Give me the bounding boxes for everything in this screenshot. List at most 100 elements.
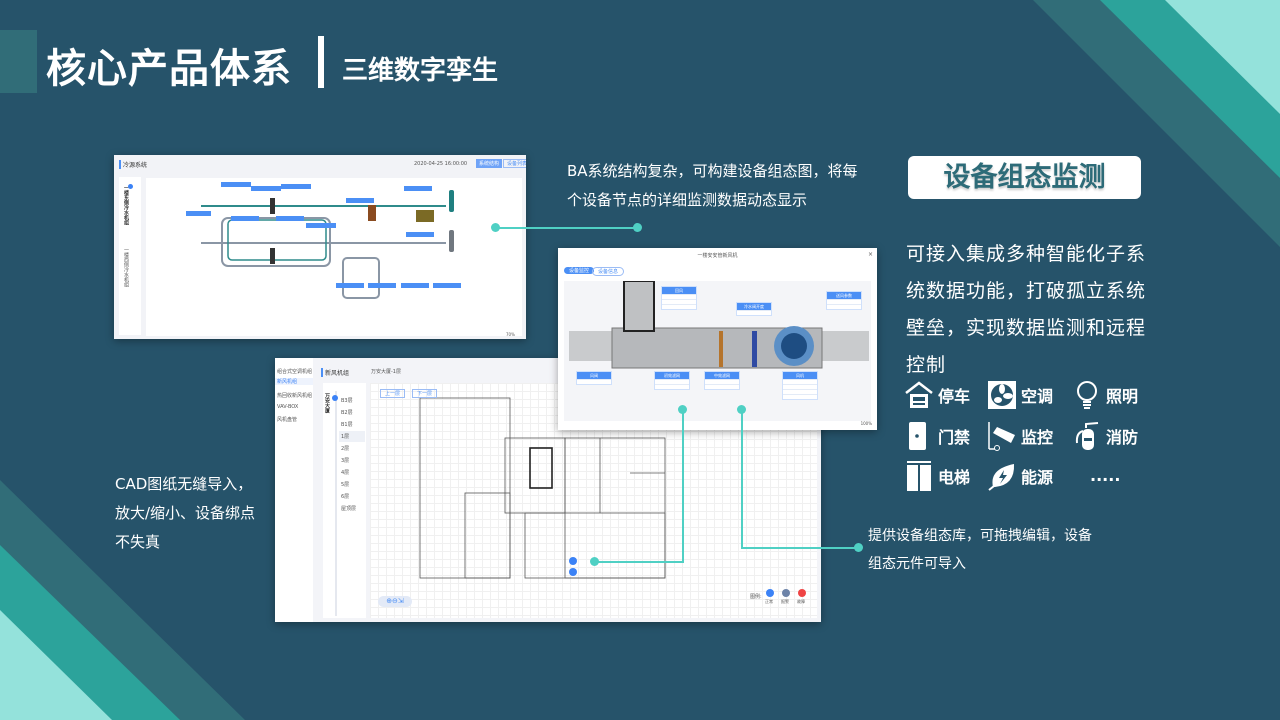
floor-item[interactable]: B1层 <box>341 422 353 428</box>
cad-description: CAD图纸无缝导入，放大/缩小、设备绑点不失真 <box>115 475 256 551</box>
status-fault-icon <box>798 589 806 597</box>
zoom-level: 70% <box>506 332 515 337</box>
screen-title: 冷源系统 <box>119 160 147 169</box>
page-subtitle: 三维数字孪生 <box>342 56 499 86</box>
tab-info[interactable]: 设备信息 <box>592 267 625 276</box>
system-label: 消防 <box>1106 428 1139 447</box>
connector-dot <box>491 223 500 232</box>
extinguisher-icon <box>1075 422 1099 450</box>
floor-selector: 万安大厦 B3层 B2层 B1层 1层 2层 3层 4层 5层 6层 屋顶层 <box>323 383 366 618</box>
sidebar-item[interactable]: 热回收新风机组 <box>277 393 313 399</box>
ahu-canvas: 回风 冷水阀开度 送风参数 风阀 初效滤网 中效滤网 风机 <box>564 280 871 421</box>
node-label: 初效滤网 <box>655 372 689 379</box>
dialog-title: 一楼安安管新风机 <box>697 253 738 259</box>
legend-label: 图例: <box>750 594 762 600</box>
connector-line <box>594 561 684 563</box>
system-fire: 消防 <box>1072 421 1138 451</box>
sidebar-item-active[interactable]: 新风机组 <box>275 378 313 385</box>
sidebar-item[interactable]: VAV-BOX <box>277 404 299 410</box>
floor-item[interactable]: 2层 <box>341 446 350 452</box>
camera-icon <box>988 422 1015 451</box>
floor-item[interactable]: 5层 <box>341 482 350 488</box>
system-access: 门禁 <box>904 421 970 451</box>
status-normal-icon <box>766 589 774 597</box>
side-item[interactable]: 一楼东侧冷水机组 <box>123 185 129 225</box>
connector-line <box>495 227 637 229</box>
building-name: 万安大厦 <box>324 393 330 413</box>
more-label: ..... <box>1090 466 1121 485</box>
legend-item: 报警 <box>781 599 789 604</box>
chiller-system-screenshot: 冷源系统 2020-04-25 16:00:00 系统结构 设备列表 一楼东侧冷… <box>114 155 526 339</box>
breadcrumb[interactable]: 万安大厦-1层 <box>371 369 401 375</box>
fan-icon <box>988 381 1016 409</box>
system-label: 监控 <box>1021 428 1054 447</box>
leaf-icon <box>988 464 1015 491</box>
floor-item-active[interactable]: 1层 <box>339 431 365 442</box>
active-indicator <box>128 184 133 189</box>
connector-dot <box>678 405 687 414</box>
zoom-level: 100% <box>860 421 872 426</box>
zoom-controls[interactable]: ⊕⊖⇲ <box>378 596 412 607</box>
close-icon[interactable]: × <box>867 251 873 258</box>
system-label: 能源 <box>1021 468 1054 487</box>
floor-item[interactable]: B3层 <box>341 398 353 404</box>
node-label: 中效滤网 <box>705 372 739 379</box>
system-more: ..... <box>1090 466 1120 485</box>
system-lighting: 照明 <box>1072 380 1138 410</box>
system-label: 门禁 <box>938 428 971 447</box>
feature-description: 可接入集成多种智能化子系统数据功能，打破孤立系统壁垒，实现数据监测和远程控制 <box>906 243 1147 376</box>
node-label: 风阀 <box>577 372 611 379</box>
system-parking: 停车 <box>904 380 970 410</box>
connector-line <box>741 410 743 548</box>
garage-icon <box>905 381 933 408</box>
connector-line <box>682 410 684 562</box>
elevator-icon <box>907 461 931 491</box>
door-icon <box>909 422 926 450</box>
screen-title: 新风机组 <box>321 368 349 377</box>
side-item[interactable]: 一楼西侧冷水机组 <box>123 247 129 287</box>
title-separator <box>318 36 324 88</box>
floor-item[interactable]: 3层 <box>341 458 350 464</box>
diagram-canvas <box>146 178 522 336</box>
air-handler-screenshot: 一楼安安管新风机 × 设备监控 设备信息 回风 冷水阀开度 送风参数 风阀 初效… <box>558 248 877 430</box>
connector-dot <box>633 223 642 232</box>
system-hvac: 空调 <box>987 380 1053 410</box>
sidebar-item[interactable]: 风机盘管 <box>277 417 298 423</box>
system-label: 空调 <box>1021 387 1054 406</box>
sidebar-item[interactable]: 组合式空调机组 <box>277 369 313 375</box>
system-elevator: 电梯 <box>904 461 970 491</box>
device-list-button[interactable]: 设备列表 <box>503 159 526 168</box>
system-label: 停车 <box>938 387 971 406</box>
prev-floor-button[interactable]: 上一层 <box>380 389 406 398</box>
next-floor-button[interactable]: 下一层 <box>412 389 438 398</box>
ba-description: BA系统结构复杂，可构建设备组态图，将每个设备节点的详细监测数据动态显示 <box>567 162 858 209</box>
node-label: 风机 <box>783 372 817 379</box>
cad-drawing <box>419 397 666 579</box>
ahu-diagram <box>569 280 869 369</box>
timestamp: 2020-04-25 16:00:00 <box>414 161 468 167</box>
connector-line <box>741 547 858 549</box>
connector-dot <box>590 557 599 566</box>
floor-item[interactable]: 6层 <box>341 494 350 500</box>
legend-item: 故障 <box>797 599 805 604</box>
structure-button[interactable]: 系统结构 <box>476 159 503 168</box>
system-label: 电梯 <box>938 468 971 487</box>
system-cctv: 监控 <box>987 421 1053 451</box>
floor-indicator <box>332 395 338 401</box>
floor-item[interactable]: 4层 <box>341 470 350 476</box>
side-nav: 一楼东侧冷水机组 一楼西侧冷水机组 <box>119 177 141 335</box>
floor-item[interactable]: B2层 <box>341 410 353 416</box>
library-description: 提供设备组态库，可拖拽编辑，设备组态元件可导入 <box>868 528 1092 572</box>
floor-item[interactable]: 屋顶层 <box>341 506 357 512</box>
sidebar: 组合式空调机组 新风机组 热回收新风机组 VAV-BOX 风机盘管 <box>275 358 313 622</box>
feature-badge: 设备组态监测 <box>908 156 1141 199</box>
status-alarm-icon <box>782 589 790 597</box>
connector-dot <box>737 405 746 414</box>
tab-monitor[interactable]: 设备监控 <box>564 267 595 274</box>
legend-item: 正常 <box>765 599 773 604</box>
connector-dot <box>854 543 863 552</box>
node-label: 回风 <box>662 287 696 294</box>
system-label: 照明 <box>1106 387 1139 406</box>
node-label: 冷水阀开度 <box>737 303 771 310</box>
